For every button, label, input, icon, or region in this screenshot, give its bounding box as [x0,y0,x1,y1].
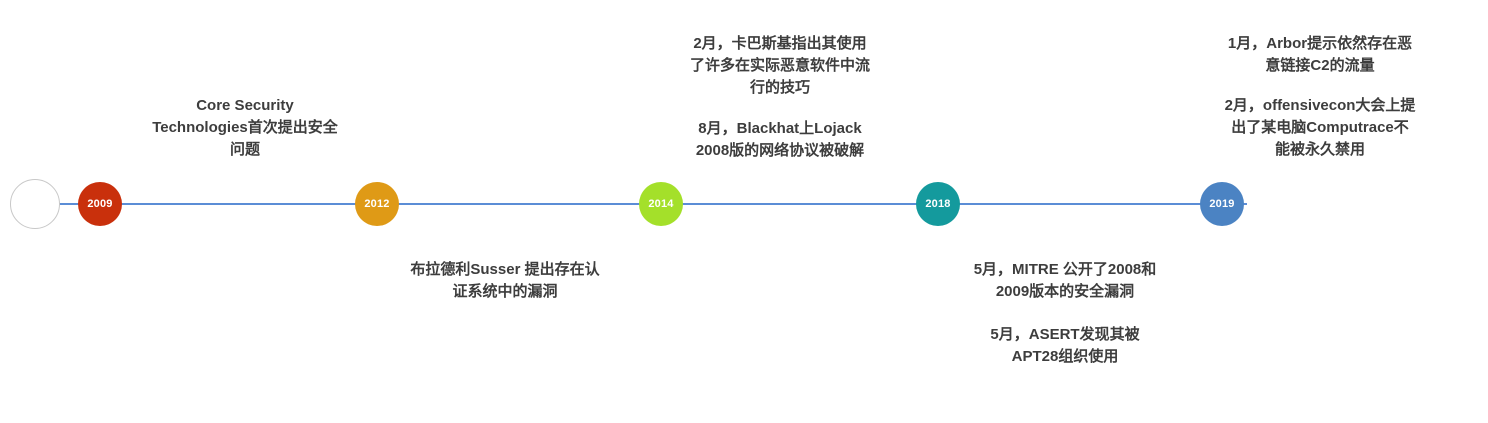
timeline-start-circle [10,179,60,229]
annotation-2014-blackhat: 8月，Blackhat上Lojack 2008版的网络协议被破解 [695,120,865,159]
timeline-node-2018: 2018 [916,182,960,226]
annotation-2009-core-security: Core Security Technologies首次提出安全 问题 [152,97,338,158]
timeline-node-2012: 2012 [355,182,399,226]
timeline-node-2014: 2014 [639,182,683,226]
timeline-node-2019: 2019 [1200,182,1244,226]
year-label-2012: 2012 [364,198,390,210]
annotation-2018-mitre: 5月，MITRE 公开了2008和 2009版本的安全漏洞 [973,261,1157,300]
annotation-2012-susser: 布拉德利Susser 提出存在认 证系统中的漏洞 [410,261,600,300]
annotation-2019-arbor: 1月，Arbor提示依然存在恶 意链接C2的流量 [1227,35,1413,74]
timeline-node-2009: 2009 [78,182,122,226]
year-label-2009: 2009 [87,198,113,210]
year-label-2018: 2018 [925,198,951,210]
year-label-2019: 2019 [1209,198,1235,210]
annotation-2019-offensivecon: 2月，offensivecon大会上提 出了某电脑Computrace不 能被永… [1224,97,1416,158]
annotation-2014-kaspersky: 2月，卡巴斯基指出其使用 了许多在实际恶意软件中流 行的技巧 [689,35,870,96]
annotation-2018-asert: 5月，ASERT发现其被 APT28组织使用 [990,326,1140,365]
year-label-2014: 2014 [648,198,674,210]
